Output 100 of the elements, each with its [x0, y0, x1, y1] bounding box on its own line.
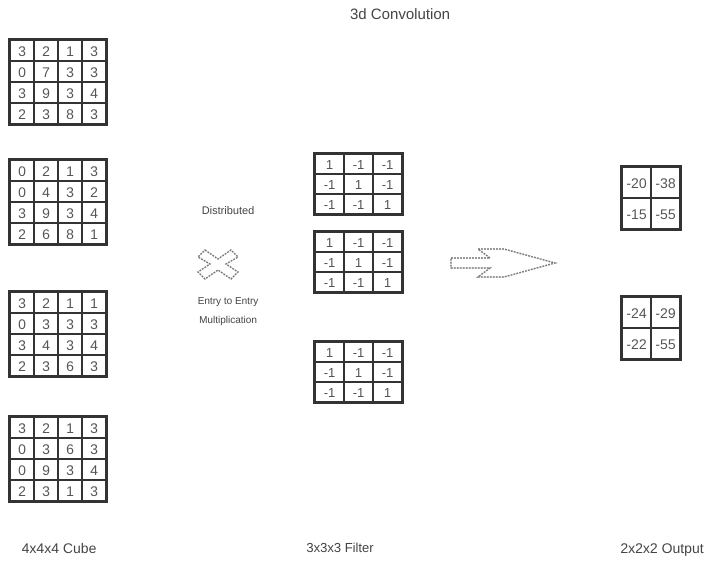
matrix-cell: 2	[10, 355, 34, 376]
matrix-cell: 8	[58, 103, 82, 124]
matrix-cell: -38	[651, 167, 680, 198]
matrix-cell: 6	[34, 223, 58, 244]
matrix-cell: 3	[10, 417, 34, 438]
matrix-cell: 1	[58, 40, 82, 61]
matrix-cell: -1	[344, 382, 373, 402]
matrix-cell: 0	[10, 181, 34, 202]
matrix-cell: 8	[58, 223, 82, 244]
matrix-cell: 2	[34, 417, 58, 438]
matrix-cell: 2	[34, 292, 58, 313]
matrix-cell: -1	[373, 232, 402, 252]
matrix-cell: 2	[10, 103, 34, 124]
matrix-cell: 6	[58, 355, 82, 376]
matrix-cell: 1	[58, 160, 82, 181]
matrix-cell: 0	[10, 61, 34, 82]
matrix-cell: 7	[34, 61, 58, 82]
matrix-cell: 3	[82, 417, 106, 438]
matrix-cell: 0	[10, 459, 34, 480]
matrix-cell: -1	[315, 362, 344, 382]
matrix-cell: 3	[82, 313, 106, 334]
matrix-cell: -1	[344, 342, 373, 362]
matrix-cell: -24	[622, 297, 651, 328]
matrix-cell: 3	[82, 438, 106, 459]
matrix-cell: 1	[344, 174, 373, 194]
matrix-cell: -1	[373, 154, 402, 174]
matrix-cell: -1	[373, 252, 402, 272]
matrix-cell: 1	[344, 362, 373, 382]
matrix-cell: 3	[58, 313, 82, 334]
matrix-cell: 9	[34, 202, 58, 223]
matrix-cell: 3	[82, 61, 106, 82]
matrix-cell: 1	[58, 292, 82, 313]
text-label: 3x3x3 Filter	[305, 540, 375, 555]
matrix-cell: 3	[82, 480, 106, 501]
matrix-cell: -1	[373, 342, 402, 362]
matrix-cell: 1	[82, 292, 106, 313]
matrix-cell: 3	[34, 438, 58, 459]
matrix-cell: -1	[373, 362, 402, 382]
matrix-cell: 2	[34, 160, 58, 181]
matrix-cell: -1	[315, 272, 344, 292]
matrix-cell: -1	[344, 194, 373, 214]
matrix-cell: 3	[10, 82, 34, 103]
matrix-cell: 3	[10, 292, 34, 313]
matrix-cell: -1	[315, 194, 344, 214]
matrix-cell: 4	[82, 202, 106, 223]
matrix-cell: -29	[651, 297, 680, 328]
matrix-cell: 1	[315, 232, 344, 252]
matrix-cell: -55	[651, 198, 680, 229]
matrix-cell: 3	[34, 103, 58, 124]
matrix-cell: 0	[10, 313, 34, 334]
matrix-cell: 3	[82, 103, 106, 124]
matrix-cell: 3	[10, 202, 34, 223]
matrix-cell: 0	[10, 160, 34, 181]
matrix-cell: 1	[373, 272, 402, 292]
matrix-cell: 1	[344, 252, 373, 272]
text-label: Entry to Entry Multiplication	[196, 295, 260, 328]
matrix-cell: 2	[34, 40, 58, 61]
matrix-cell: 3	[34, 313, 58, 334]
matrix-cell: 9	[34, 459, 58, 480]
matrix-cell: 3	[58, 334, 82, 355]
matrix-cell: -15	[622, 198, 651, 229]
matrix-cell: 3	[58, 82, 82, 103]
matrix-cell: 4	[82, 459, 106, 480]
matrix-cell: 1	[315, 154, 344, 174]
matrix-cell: 4	[82, 82, 106, 103]
matrix-cell: -1	[373, 174, 402, 194]
matrix-cell: 2	[10, 223, 34, 244]
matrix-cell: 3	[58, 202, 82, 223]
matrix-cell: -1	[315, 252, 344, 272]
matrix-cell: 3	[58, 61, 82, 82]
matrix-cell: 1	[82, 223, 106, 244]
matrix-cell: 4	[34, 181, 58, 202]
matrix-cell: 3	[82, 355, 106, 376]
matrix-cell: 3	[82, 40, 106, 61]
matrix-cell: 4	[34, 334, 58, 355]
matrix-cell: -1	[344, 232, 373, 252]
matrix-cell: 3	[34, 480, 58, 501]
matrix-cell: -1	[315, 382, 344, 402]
matrix-cell: 1	[373, 382, 402, 402]
matrix-cell: -20	[622, 167, 651, 198]
matrix-cell: 3	[10, 40, 34, 61]
matrix-cell: 3	[58, 459, 82, 480]
matrix-cell: 3	[10, 334, 34, 355]
matrix-cell: 4	[82, 334, 106, 355]
diagram-title: 3d Convolution	[348, 6, 452, 23]
matrix-cell: 3	[58, 181, 82, 202]
text-label: 4x4x4 Cube	[20, 540, 98, 556]
matrix-cell: 1	[58, 417, 82, 438]
text-label: 2x2x2 Output	[619, 540, 705, 556]
matrix-cell: -22	[622, 328, 651, 359]
matrix-cell: 2	[10, 480, 34, 501]
matrix-cell: 2	[82, 181, 106, 202]
matrix-cell: 0	[10, 438, 34, 459]
matrix-cell: 3	[34, 355, 58, 376]
matrix-cell: 1	[373, 194, 402, 214]
matrix-cell: 6	[58, 438, 82, 459]
matrix-cell: 9	[34, 82, 58, 103]
matrix-cell: 1	[58, 480, 82, 501]
matrix-cell: 1	[315, 342, 344, 362]
matrix-cell: -1	[344, 272, 373, 292]
